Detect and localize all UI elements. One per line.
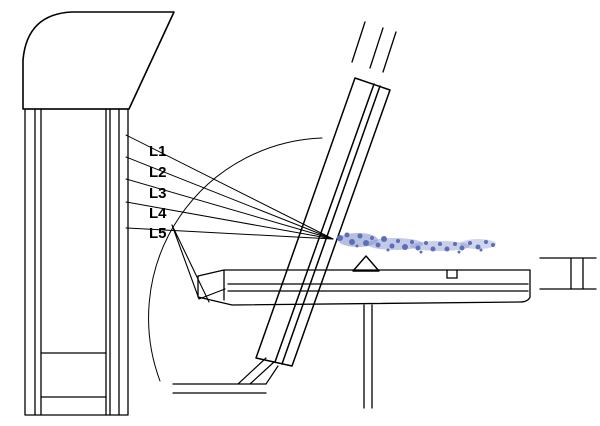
label-l1: L1 [149, 143, 167, 160]
bracket [171, 224, 226, 303]
left-column [24, 108, 129, 416]
column-hood [22, 11, 175, 110]
label-l2: L2 [149, 164, 167, 181]
right-arm [539, 257, 597, 290]
sample-table [197, 269, 531, 306]
rotation-arc [148, 137, 323, 382]
detector-extension [351, 21, 397, 73]
label-l4: L4 [149, 205, 167, 222]
label-l5: L5 [149, 225, 167, 242]
sample-triangle [352, 255, 380, 272]
label-l3: L3 [149, 185, 167, 202]
detector-base [172, 357, 279, 394]
detector-arm [255, 77, 391, 367]
table-leg [363, 304, 373, 409]
powder-sample [337, 232, 496, 254]
